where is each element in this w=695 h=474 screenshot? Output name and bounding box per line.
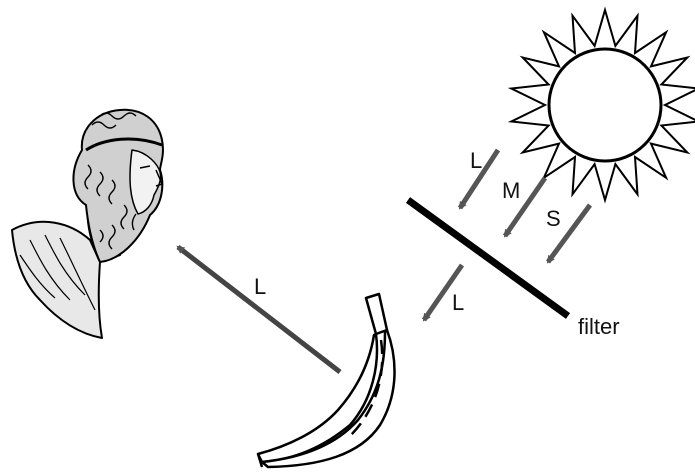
banana-icon: [258, 294, 395, 467]
arrow-reflected-L: [178, 247, 340, 372]
philosopher-bust-icon: [12, 110, 163, 338]
label-sun-S: S: [546, 206, 561, 231]
filter-bar: [408, 200, 568, 316]
label-sun-M: M: [502, 178, 520, 203]
label-filter: filter: [578, 314, 620, 339]
label-reflected-L: L: [254, 274, 266, 299]
sun-icon: [511, 10, 695, 200]
label-sun-L: L: [470, 148, 482, 173]
label-filtered-L: L: [452, 290, 464, 315]
